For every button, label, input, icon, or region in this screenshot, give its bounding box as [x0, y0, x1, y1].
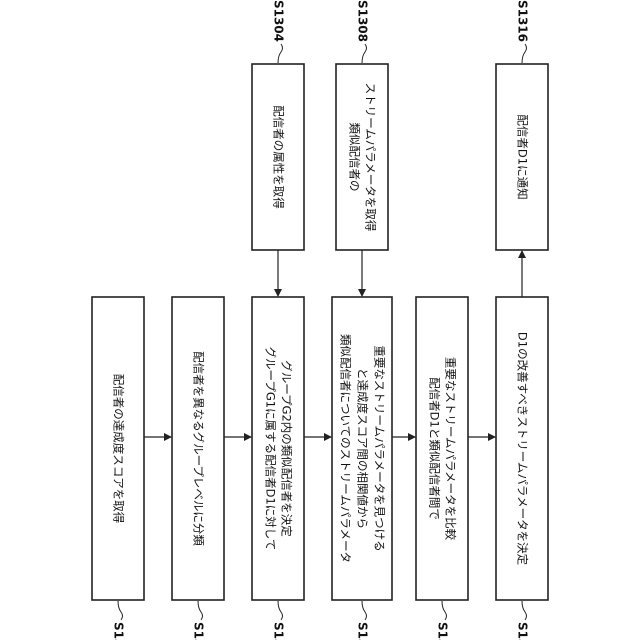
step-s1316-label: S1316 — [516, 0, 530, 42]
step-s1306: グループG1に属する配信者D1に対して グループG2内の類似配信者を決定 S13… — [252, 297, 304, 640]
step-s1310: 類似配信者についてのストリームパラメータ と達成度スコア間の相関値から 重要なス… — [332, 297, 392, 640]
step-s1304-label: S1304 — [272, 0, 286, 42]
step-s1304: 配信者の属性を取得 S1304 — [252, 0, 304, 250]
step-s1302-leader — [198, 601, 203, 620]
step-s1306-label: S1306 — [272, 622, 286, 640]
step-s1314-leader — [522, 601, 527, 620]
step-s1310-text-1: 類似配信者についてのストリームパラメータ — [339, 334, 353, 563]
step-s1306-text-1: グループG1に属する配信者D1に対して — [264, 347, 278, 551]
step-s1302-label: S1302 — [192, 622, 206, 640]
step-s1314-text: D1の改善すべきストリームパラメータを決定 — [516, 332, 530, 566]
step-s1314: D1の改善すべきストリームパラメータを決定 S1314 — [496, 297, 548, 640]
step-s1312-leader — [442, 601, 447, 620]
step-s1316-leader — [522, 44, 527, 63]
step-s1308: 類似配信者の ストリームパラメータを取得 S1308 — [336, 0, 388, 250]
step-s1310-text-3: 重要なストリームパラメータを見つける — [373, 345, 387, 551]
step-s1316: 配信者D1に通知 S1316 — [496, 0, 548, 250]
step-s1306-leader — [278, 601, 283, 620]
step-s1308-text-2: ストリームパラメータを取得 — [364, 83, 378, 232]
step-s1300-text: 配信者の達成度スコアを取得 — [112, 374, 126, 524]
step-s1308-label: S1308 — [356, 0, 370, 42]
step-s1300: 配信者の達成度スコアを取得 S1300 — [92, 297, 144, 640]
step-s1302: 配信者を異なるグループレベルに分類 S1302 — [172, 297, 224, 640]
step-s1300-label: S1300 — [112, 622, 126, 640]
step-s1310-text-2: と達成度スコア間の相関値から — [356, 368, 370, 529]
step-s1308-leader — [362, 44, 367, 63]
step-s1310-label: S1310 — [356, 622, 370, 640]
step-s1302-text: 配信者を異なるグループレベルに分類 — [192, 351, 206, 546]
step-s1308-text-1: 類似配信者の — [348, 123, 362, 192]
step-s1312-text-1: 配信者D1と類似配信者間で — [428, 377, 442, 520]
step-s1304-text: 配信者の属性を取得 — [272, 105, 286, 209]
step-s1300-leader — [118, 601, 123, 620]
step-s1310-leader — [362, 601, 367, 620]
step-s1316-text: 配信者D1に通知 — [516, 114, 530, 199]
step-s1312-text-2: 重要なストリームパラメータを比較 — [444, 357, 458, 541]
step-s1314-label: S1314 — [516, 622, 530, 640]
step-s1312: 配信者D1と類似配信者間で 重要なストリームパラメータを比較 S1312 — [416, 297, 468, 640]
step-s1312-label: S1312 — [436, 622, 450, 640]
step-s1304-leader — [278, 44, 283, 63]
step-s1306-text-2: グループG2内の類似配信者を決定 — [280, 360, 294, 537]
